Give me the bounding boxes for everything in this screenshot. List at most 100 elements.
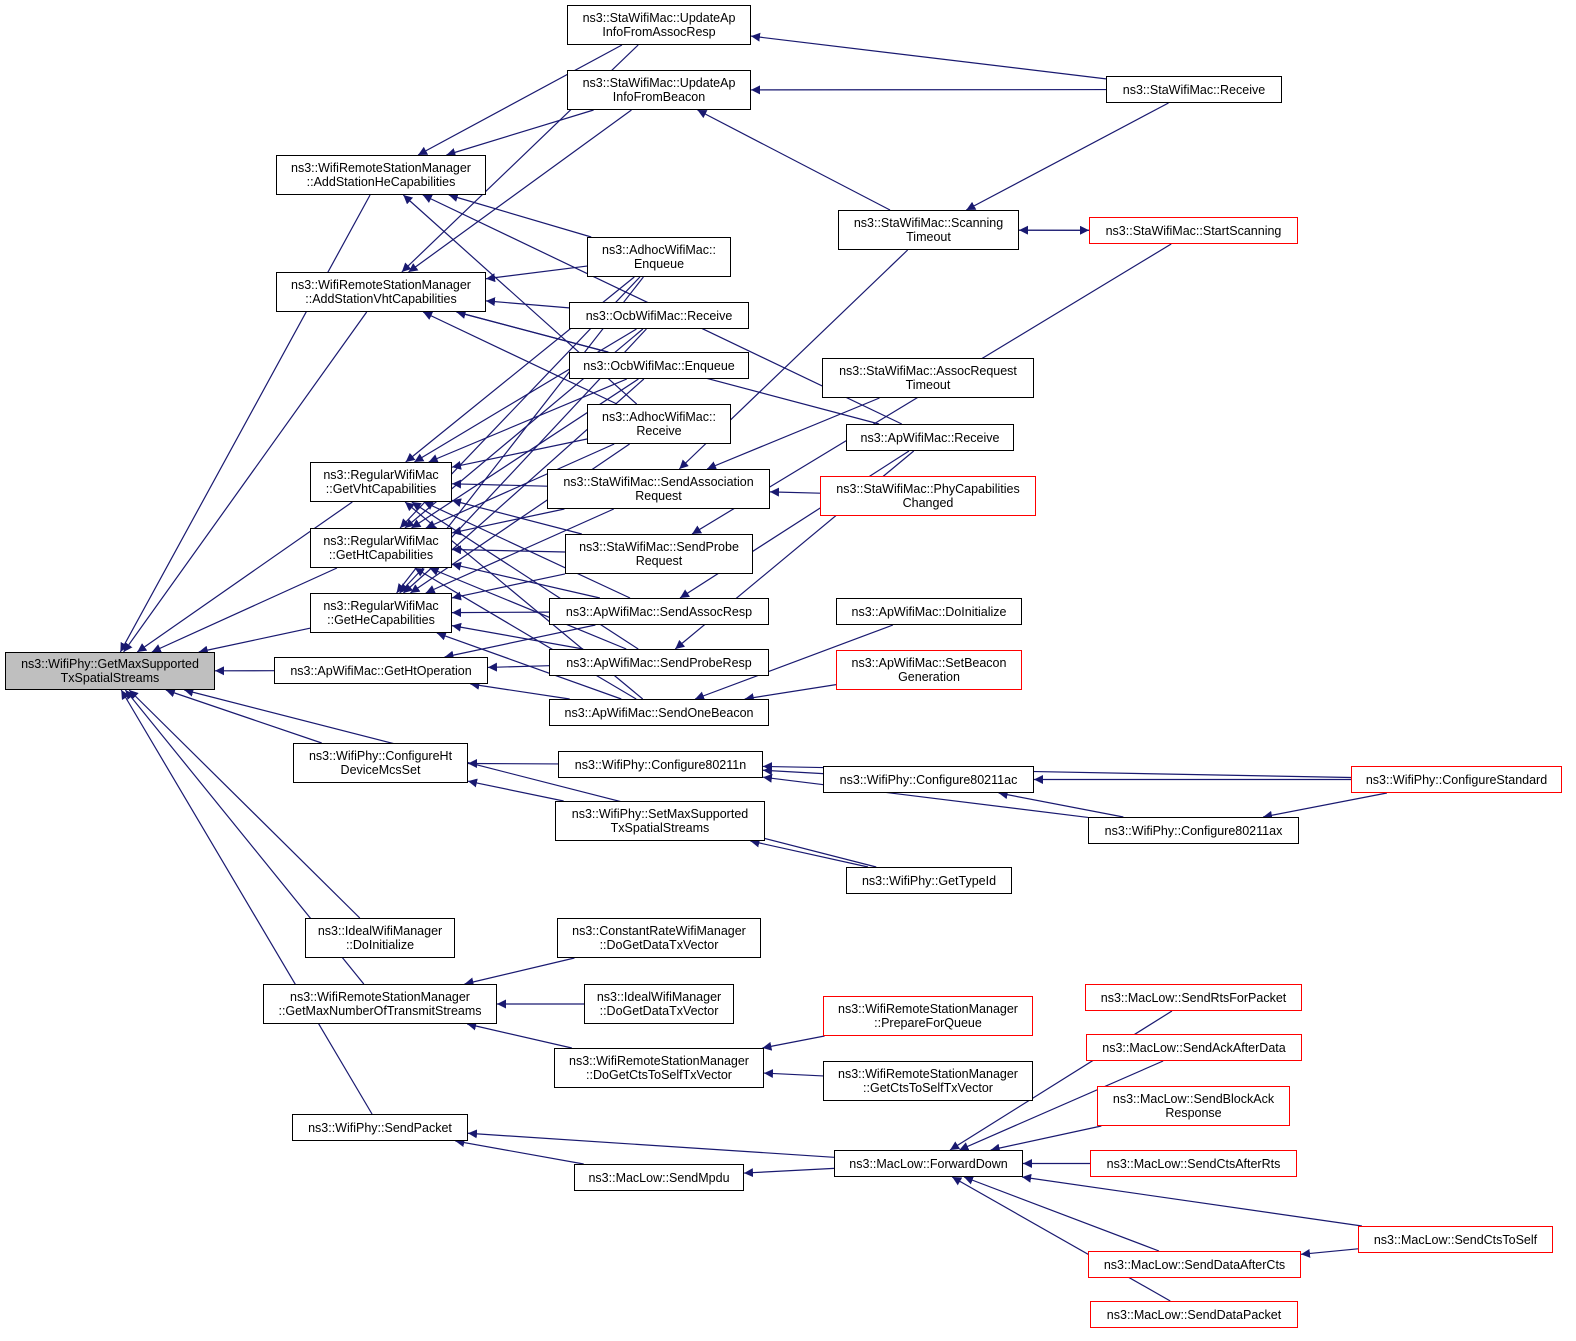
edge-updBeacon-to-addHe [446, 109, 594, 157]
edge-adhocEnq-to-addHe [448, 193, 592, 238]
node-updBeacon[interactable]: ns3::StaWifiMac::UpdateAp InfoFromBeacon [567, 70, 751, 110]
node-sendBeacon[interactable]: ns3::ApWifiMac::SendOneBeacon [549, 699, 769, 726]
node-sendMpdu[interactable]: ns3::MacLow::SendMpdu [574, 1164, 744, 1191]
node-root[interactable]: ns3::WifiPhy::GetMaxSupported TxSpatialS… [5, 652, 215, 690]
edge-adhocRecv-to-getHe [410, 443, 630, 594]
edge-sendBeacon-to-getHtOp [470, 680, 570, 700]
edge-addVht-to-root [123, 311, 368, 653]
edge-sendAssocReq-to-getHt [451, 508, 565, 536]
edge-prepQueue-to-doGetCts [762, 1035, 825, 1051]
node-updAssoc[interactable]: ns3::StaWifiMac::UpdateAp InfoFromAssocR… [567, 5, 751, 45]
edge-cfgHt-to-root [165, 688, 322, 744]
edge-getHt-to-root [151, 567, 338, 653]
node-startScan[interactable]: ns3::StaWifiMac::StartScanning [1089, 217, 1298, 244]
edge-sendProbeReq-to-getVht [451, 498, 582, 535]
edge-sendAssocResp-to-getHtOp [444, 624, 596, 660]
edge-getHe-to-root [198, 627, 311, 655]
node-cfgHt[interactable]: ns3::WifiPhy::ConfigureHt DeviceMcsSet [293, 743, 468, 783]
node-dataPkt[interactable]: ns3::MacLow::SendDataPacket [1090, 1301, 1298, 1328]
node-getCtsSelf[interactable]: ns3::WifiRemoteStationManager ::GetCtsTo… [823, 1061, 1033, 1101]
node-getHt[interactable]: ns3::RegularWifiMac ::GetHtCapabilities [310, 528, 452, 568]
edge-addHe-to-root [119, 194, 371, 653]
edge-sendProbeReq-to-getHe [451, 573, 566, 601]
node-cfgAc[interactable]: ns3::WifiPhy::Configure80211ac [823, 766, 1034, 793]
edge-sendProbeResp-to-getHe [451, 622, 584, 650]
edge-sendBeacon-to-getHt [414, 567, 637, 700]
edge-constRate-to-getMaxNum [464, 957, 575, 987]
edge-adhocRecv-to-getHt [425, 443, 615, 529]
node-getMaxNum[interactable]: ns3::WifiRemoteStationManager ::GetMaxNu… [263, 984, 497, 1024]
node-idealInit[interactable]: ns3::IdealWifiManager ::DoInitialize [305, 918, 455, 958]
edge-staRecv-to-scanTimeout [966, 102, 1169, 211]
edge-assocTimeout-to-sendAssocReq [706, 397, 880, 470]
node-adhocEnq[interactable]: ns3::AdhocWifiMac:: Enqueue [587, 237, 731, 277]
edge-ctsSelf-to-fwdDown [1022, 1173, 1362, 1227]
edge-ackData-to-fwdDown [959, 1060, 1164, 1151]
node-apRecv[interactable]: ns3::ApWifiMac::Receive [846, 424, 1014, 451]
node-cfgAx[interactable]: ns3::WifiPhy::Configure80211ax [1088, 817, 1299, 844]
edge-ocbEnq-to-getHt [411, 378, 639, 529]
edge-sendAssocResp-to-getHe [451, 608, 550, 618]
edge-ctsSelf-to-dataCts [1300, 1248, 1359, 1258]
node-assocTimeout[interactable]: ns3::StaWifiMac::AssocRequest Timeout [822, 358, 1034, 398]
node-doGetCts[interactable]: ns3::WifiRemoteStationManager ::DoGetCts… [554, 1048, 764, 1088]
node-cfgN[interactable]: ns3::WifiPhy::Configure80211n [558, 751, 763, 778]
node-constRate[interactable]: ns3::ConstantRateWifiManager ::DoGetData… [557, 918, 761, 958]
node-sendProbeReq[interactable]: ns3::StaWifiMac::SendProbe Request [565, 534, 753, 574]
edge-sendAssocResp-to-getVht [423, 501, 631, 599]
node-sendProbeResp[interactable]: ns3::ApWifiMac::SendProbeResp [549, 649, 769, 676]
node-sendAssocResp[interactable]: ns3::ApWifiMac::SendAssocResp [549, 598, 769, 625]
node-idealData[interactable]: ns3::IdealWifiManager ::DoGetDataTxVecto… [584, 984, 734, 1024]
edge-ocbEnq-to-getVht [428, 378, 628, 463]
node-getVht[interactable]: ns3::RegularWifiMac ::GetVhtCapabilities [310, 462, 452, 502]
node-sendAssocReq[interactable]: ns3::StaWifiMac::SendAssociation Request [547, 469, 770, 509]
node-fwdDown[interactable]: ns3::MacLow::ForwardDown [834, 1150, 1023, 1177]
edge-ocbRecv-to-addVht [485, 297, 570, 309]
edge-adhocRecv-to-addVht [422, 311, 618, 405]
node-getTypeId[interactable]: ns3::WifiPhy::GetTypeId [846, 867, 1012, 894]
edge-updBeacon-to-addVht [408, 109, 632, 273]
edge-ocbRecv-to-getVht [414, 328, 637, 463]
edge-sendAssocReq-to-getVht [451, 479, 548, 489]
node-setMax[interactable]: ns3::WifiPhy::SetMaxSupported TxSpatialS… [555, 801, 765, 841]
node-getHtOp[interactable]: ns3::ApWifiMac::GetHtOperation [274, 657, 488, 684]
node-setBeacon[interactable]: ns3::ApWifiMac::SetBeacon Generation [836, 650, 1022, 690]
node-addHe[interactable]: ns3::WifiRemoteStationManager ::AddStati… [276, 155, 486, 195]
node-ackData[interactable]: ns3::MacLow::SendAckAfterData [1086, 1034, 1302, 1061]
node-prepQueue[interactable]: ns3::WifiRemoteStationManager ::PrepareF… [823, 996, 1033, 1036]
edge-getTypeId-to-setMax [750, 838, 869, 868]
edge-phyCap-to-sendAssocReq [769, 487, 821, 497]
edge-sendPacket-to-root [120, 689, 373, 1115]
node-ctsSelf[interactable]: ns3::MacLow::SendCtsToSelf [1358, 1226, 1553, 1253]
edge-setBeacon-to-sendBeacon [744, 684, 837, 703]
edge-setMax-to-cfgHt [467, 778, 564, 802]
node-getHe[interactable]: ns3::RegularWifiMac ::GetHeCapabilities [310, 593, 452, 633]
node-dataCts[interactable]: ns3::MacLow::SendDataAfterCts [1088, 1251, 1301, 1278]
node-ctsRts[interactable]: ns3::MacLow::SendCtsAfterRts [1090, 1150, 1297, 1177]
edge-dataCts-to-fwdDown [963, 1175, 1160, 1252]
node-scanTimeout[interactable]: ns3::StaWifiMac::Scanning Timeout [838, 210, 1019, 250]
edge-sendAssocReq-to-getHe [425, 508, 614, 594]
edge-dataPkt-to-fwdDown [951, 1176, 1171, 1302]
node-sendPacket[interactable]: ns3::WifiPhy::SendPacket [292, 1114, 468, 1141]
edge-cfgAc-to-cfgN [762, 766, 824, 776]
edge-scanTimeout-to-updBeacon [697, 109, 891, 211]
node-phyCap[interactable]: ns3::StaWifiMac::PhyCapabilities Changed [820, 476, 1036, 516]
edge-staRecv-to-updAssoc [750, 32, 1107, 80]
edge-blockAck-to-fwdDown [990, 1125, 1102, 1153]
node-blockAck[interactable]: ns3::MacLow::SendBlockAck Response [1097, 1086, 1290, 1126]
edge-sendProbeReq-to-getHt [451, 545, 566, 555]
node-rtsPkt[interactable]: ns3::MacLow::SendRtsForPacket [1085, 984, 1302, 1011]
node-ocbRecv[interactable]: ns3::OcbWifiMac::Receive [569, 302, 749, 329]
node-adhocRecv[interactable]: ns3::AdhocWifiMac:: Receive [587, 404, 731, 444]
node-staRecv[interactable]: ns3::StaWifiMac::Receive [1106, 76, 1282, 103]
node-ocbEnq[interactable]: ns3::OcbWifiMac::Enqueue [569, 352, 749, 379]
edge-adhocEnq-to-addVht [485, 265, 588, 283]
edge-getVht-to-root [136, 501, 353, 653]
edge-sendProbeResp-to-getHtOp [487, 662, 550, 672]
edge-updAssoc-to-addHe [417, 44, 623, 156]
node-cfgStd[interactable]: ns3::WifiPhy::ConfigureStandard [1351, 766, 1562, 793]
node-apInit[interactable]: ns3::ApWifiMac::DoInitialize [836, 598, 1022, 625]
node-addVht[interactable]: ns3::WifiRemoteStationManager ::AddStati… [276, 272, 486, 312]
